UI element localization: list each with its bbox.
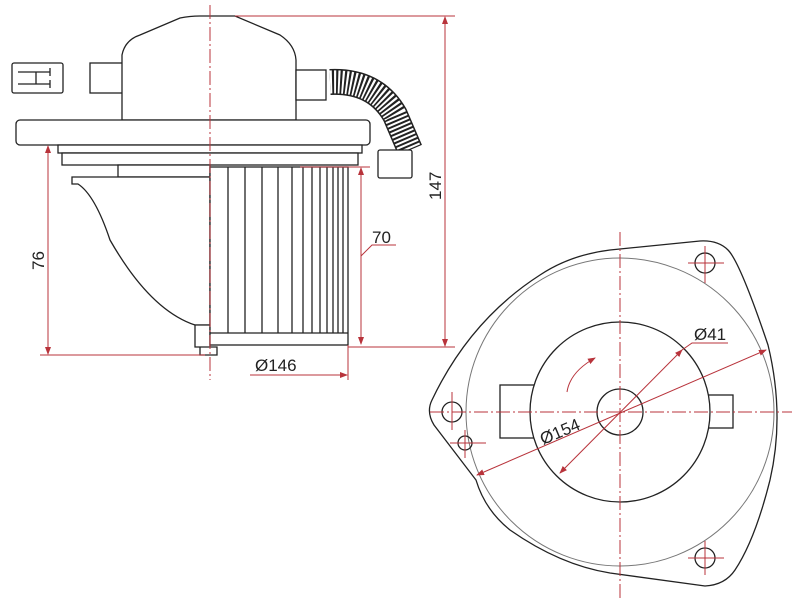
dim-76-label: 76 [29,251,48,270]
connector-plug-icon [11,62,64,94]
hose-stub [295,69,327,101]
housing-bowl [71,176,211,326]
connector-pins [18,68,51,88]
dim-147-label: 147 [426,172,445,200]
motor-dome [121,15,297,121]
side-view: 147 76 70 Ø146 [11,5,455,380]
housing-ring [117,164,211,178]
hole-centerlines [450,246,724,575]
dim-41-leader [681,342,728,351]
dimension-147: 147 [235,15,455,348]
hose-end [377,149,413,179]
bottom-view: Ø41 Ø154 [428,232,792,598]
left-connector [89,62,125,94]
dim-70-label: 70 [372,228,391,247]
dim-146-label: Ø146 [255,356,297,375]
dimension-70: 70 [300,166,396,345]
dimension-76: 76 [29,145,205,356]
dimension-146: Ø146 [250,345,349,380]
mounting-flange [15,119,371,146]
fan-blades [210,167,348,334]
base-plate-outline [428,240,778,587]
corrugated-hose [329,68,422,156]
dim-41-label: Ø41 [694,325,726,344]
dim-41-line [559,349,683,474]
